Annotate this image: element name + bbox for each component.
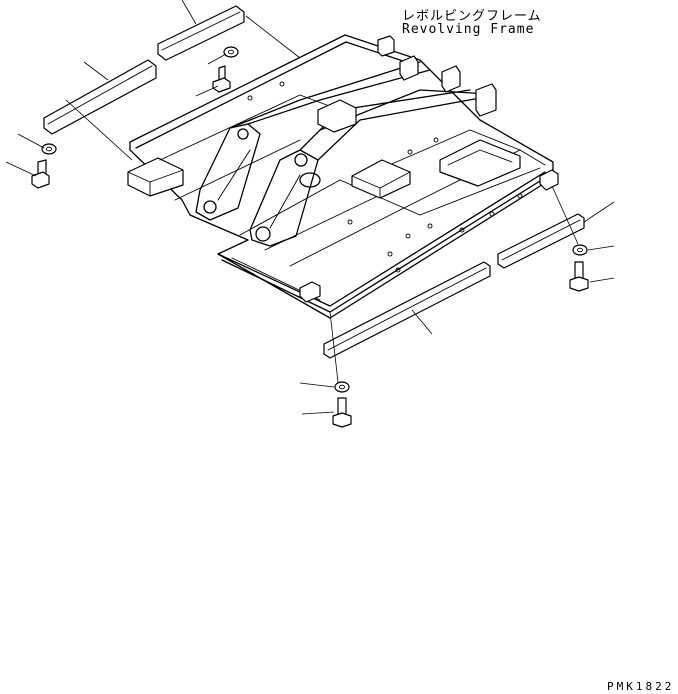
washer-4 [334, 381, 350, 393]
washer-2 [41, 143, 57, 155]
cover-rear-lower [43, 59, 157, 135]
bolt-2 [31, 159, 50, 189]
washer-1 [223, 46, 239, 58]
diagram-title-japanese: レボルビングフレーム [402, 9, 542, 24]
drawing-code: PMK1822 [607, 680, 675, 693]
leader-lines [5, 0, 615, 415]
diagram-title-english: Revolving Frame [402, 22, 535, 37]
cover-rear-upper [157, 5, 245, 61]
bolt-4 [332, 397, 352, 428]
washer-3 [572, 244, 588, 256]
bolt-3 [569, 261, 589, 292]
revolving-frame [127, 34, 559, 319]
cover-front-short [497, 213, 585, 269]
cover-front-long [323, 261, 491, 359]
bolt-1 [212, 65, 231, 93]
